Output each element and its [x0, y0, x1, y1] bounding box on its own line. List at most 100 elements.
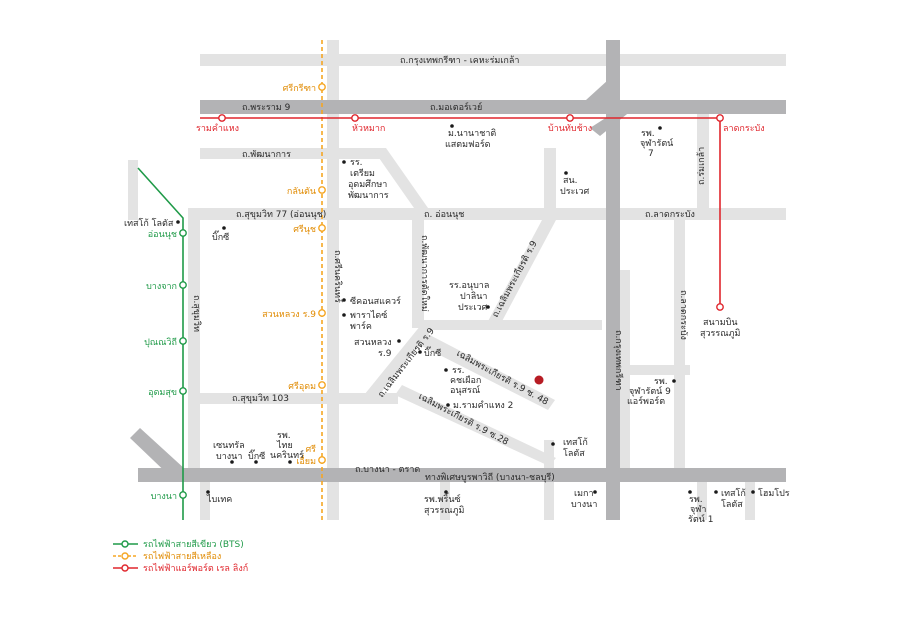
- poi-bigc2: บิ๊กซี: [424, 346, 441, 359]
- poi-princ-2: สุวรรณภูมิ: [424, 505, 464, 516]
- road-stub-left: [128, 160, 138, 220]
- yellow-stations: [318, 83, 326, 464]
- major-roads: [130, 40, 786, 520]
- poi-prawet-1: สน.: [563, 176, 578, 186]
- legend-station-green-icon: [121, 540, 129, 548]
- poi-bitec-dot: [206, 490, 210, 494]
- label-station-banthapchang: บ้านทับช้าง: [548, 123, 592, 134]
- road-stub: [200, 54, 212, 66]
- road-phatthanakan-diag: [372, 148, 428, 208]
- station-sriudom[interactable]: [318, 381, 326, 389]
- green-line: [137, 167, 184, 520]
- poi-tesco3-2: โลตัส: [721, 499, 743, 510]
- station-ramkhamhaeng[interactable]: [218, 114, 226, 122]
- station-punnawithi[interactable]: [179, 337, 187, 345]
- poi-paradise-1: พาราไดซ์: [350, 309, 387, 321]
- station-huamak[interactable]: [351, 114, 359, 122]
- station-banthapchang[interactable]: [566, 114, 574, 122]
- label-station-sri: ศรี: [305, 444, 316, 455]
- poi-thainakarin-1: รพ.: [277, 431, 291, 441]
- legend-label-red: รถไฟฟ้าแอร์พอร์ต เรล ลิงก์: [143, 562, 248, 574]
- poi-central-1: เซนทรัล: [213, 441, 245, 451]
- road-expressway-diag: [130, 428, 186, 482]
- poi-airport-1: สนามบิน: [703, 317, 738, 328]
- poi-thainakarin-dot: [288, 460, 292, 464]
- label-station-ramkhamhaeng: รามคำแหง: [196, 123, 239, 134]
- station-bangchak[interactable]: [179, 281, 187, 289]
- poi-bigc-onnut: บิ๊กซี: [212, 230, 229, 243]
- label-expressway: ทางพิเศษบูรพาวิถี (บางนา-ชลบุรี): [425, 472, 555, 483]
- station-udomsuk[interactable]: [179, 387, 187, 395]
- poi-tesco2-2: โลตัส: [563, 448, 585, 459]
- label-motorway: ถ.มอเตอร์เวย์: [430, 101, 482, 113]
- poi-bitec: ไบเทค: [206, 494, 232, 505]
- road-kanchanaphisek: [606, 40, 620, 520]
- road-sukhumvit-103: [188, 393, 398, 404]
- poi-khotphueak-2: คชเผือก: [450, 375, 481, 386]
- poi-prawet-dot: [564, 171, 568, 175]
- poi-chula1-2: จุฬา: [690, 504, 706, 515]
- poi-airport-2: สุวรรณภูมิ: [700, 328, 740, 339]
- legend-label-green: รถไฟฟ้าสายสีเขียว (BTS): [143, 539, 244, 550]
- legend-station-yellow-icon: [121, 552, 129, 560]
- road-sukhumvit-vertical: [188, 208, 200, 478]
- label-kanchanaphisek: ถ.กรุงเทพกรีฑา: [613, 330, 624, 391]
- road-vertical-675: [674, 220, 685, 470]
- label-phatthanakan-tatmai: ถ.พัฒนาการตัดใหม่: [419, 235, 430, 312]
- poi-homepro-dot: [751, 490, 755, 494]
- poi-homepro: โฮมโปร: [758, 488, 790, 499]
- station-kalantan[interactable]: [318, 186, 326, 194]
- poi-tesco3-dot: [714, 490, 718, 494]
- interchange-lower: [590, 110, 632, 136]
- poi-chula9-1: รพ.: [654, 377, 668, 387]
- label-station-udomsuk: อุดมสุข: [148, 388, 177, 398]
- green-stations: [179, 229, 187, 499]
- station-srieam[interactable]: [318, 456, 326, 464]
- poi-princ-1: รพ.พริ้นซ์: [424, 492, 461, 505]
- label-latkrabang-road: ถ.ลาดกระบัง: [645, 210, 695, 220]
- poi-paradise-2: พาร์ค: [350, 320, 372, 332]
- station-srinut[interactable]: [318, 224, 326, 232]
- station-onnut[interactable]: [179, 229, 187, 237]
- poi-chula7-3: 7: [648, 149, 654, 159]
- poi-chula9-2: จุฬารัตน์ 9: [629, 385, 671, 397]
- poi-central-2: บางนา: [216, 452, 242, 462]
- label-station-onnut: อ่อนนุช: [148, 230, 177, 240]
- station-airport[interactable]: [716, 303, 724, 311]
- poi-triam-2: เตรียม: [350, 168, 375, 179]
- station-bangna[interactable]: [179, 491, 187, 499]
- poi-ru2-dot: [446, 403, 450, 407]
- poi-kinder-dot: [486, 305, 490, 309]
- station-latkrabang[interactable]: [716, 114, 724, 122]
- points-of-interest: ม.นานาชาติ แสตมฟอร์ด รพ. จุฬารัตน์ 7 รร.…: [124, 124, 790, 525]
- label-station-punnawithi: ปุณณวิถี: [144, 337, 177, 348]
- label-station-eam: เอี่ยม: [296, 454, 316, 467]
- station-labels: อ่อนนุช บางจาก ปุณณวิถี อุดมสุข บางนา ศร…: [144, 83, 765, 502]
- legend-item-yellow: รถไฟฟ้าสายสีเหลือง: [113, 551, 221, 562]
- poi-khotphueak-dot: [444, 368, 448, 372]
- road-link: [422, 320, 602, 330]
- poi-bigc-onnut-dot: [222, 226, 226, 230]
- label-latkrabang-v: ถ.ลาดกระบัง: [678, 290, 688, 340]
- station-suanluang[interactable]: [318, 309, 326, 317]
- poi-stamford-1: ม.นานาชาติ: [448, 128, 496, 139]
- road-srinakarin: [327, 40, 339, 520]
- road-stub-e: [745, 480, 755, 520]
- label-onnut: ถ. อ่อนนุช: [424, 210, 464, 220]
- poi-triam-4: พัฒนาการ: [348, 191, 389, 201]
- poi-chula1-1: รพ.: [689, 495, 703, 505]
- label-sukhumvit-v: ถ.สุขุมวิท: [191, 295, 202, 332]
- station-srikreetha[interactable]: [318, 83, 326, 91]
- road-prawet: [544, 148, 556, 218]
- poi-triam-dot: [342, 160, 346, 164]
- label-station-srinut: ศรีนุช: [293, 224, 316, 235]
- destination-marker-icon[interactable]: [534, 375, 544, 385]
- poi-khotphueak-1: รร.: [452, 366, 465, 376]
- label-rama9: ถ.พระราม 9: [242, 103, 291, 113]
- road-phatthanakan: [200, 148, 380, 159]
- label-station-sriudom: ศรีอุดม: [288, 381, 316, 392]
- label-station-latkrabang: ลาดกระบัง: [723, 124, 765, 134]
- poi-tesco2-1: เทสโก้: [563, 437, 588, 448]
- legend: รถไฟฟ้าสายสีเขียว (BTS) รถไฟฟ้าสายสีเหลื…: [113, 539, 248, 574]
- legend-item-green: รถไฟฟ้าสายสีเขียว (BTS): [113, 539, 244, 550]
